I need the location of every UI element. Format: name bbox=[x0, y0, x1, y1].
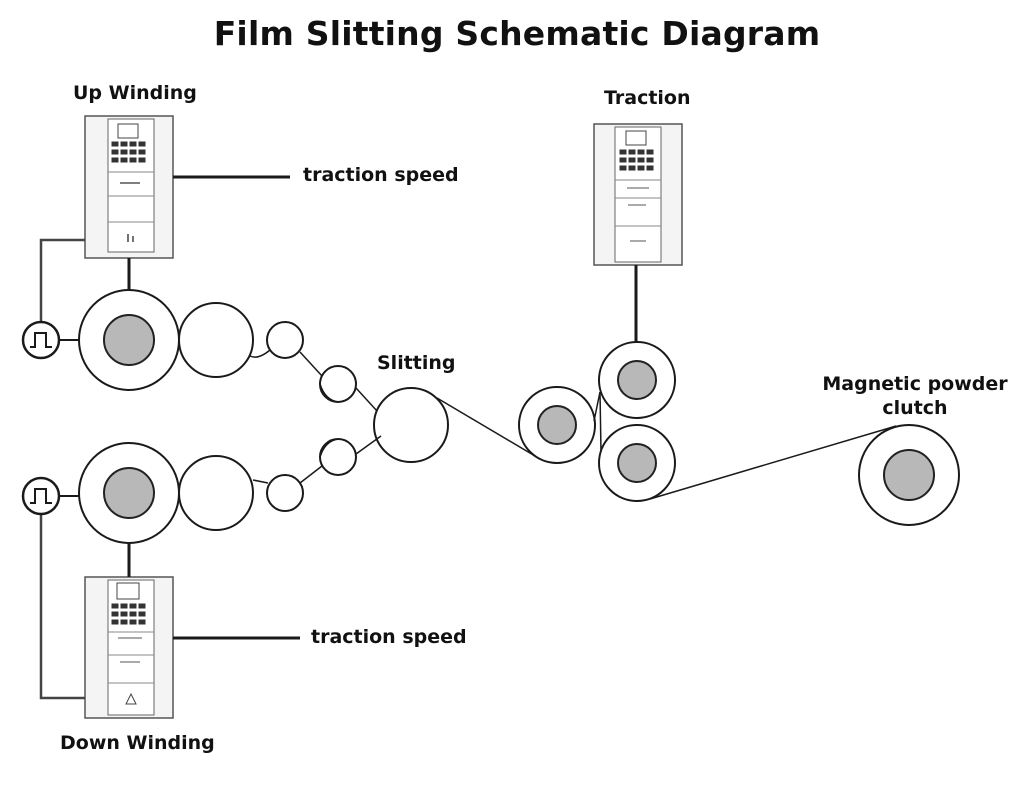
down-winding-label: Down Winding bbox=[60, 732, 215, 754]
unwind-clutch-roll bbox=[858, 424, 960, 526]
down-encoder-icon bbox=[21, 476, 61, 516]
up-guide-roller-1 bbox=[178, 302, 254, 378]
diagram-title: Film Slitting Schematic Diagram bbox=[213, 14, 821, 53]
traction-speed-label-down: traction speed bbox=[311, 626, 467, 648]
up-winding-label: Up Winding bbox=[73, 82, 197, 104]
up-guide-roller-2 bbox=[266, 321, 304, 359]
down-guide-roller-1 bbox=[178, 455, 254, 531]
magnetic-powder-clutch-label: Magnetic powder clutch bbox=[822, 373, 1008, 419]
up-winding-drive bbox=[84, 115, 174, 259]
film-web-path bbox=[179, 339, 897, 500]
traction-roll-lower bbox=[598, 424, 676, 502]
down-guide-roller-2 bbox=[266, 474, 304, 512]
slitting-label: Slitting bbox=[377, 352, 456, 374]
up-encoder-icon bbox=[21, 320, 61, 360]
feed-roll bbox=[518, 386, 596, 464]
traction-speed-label-up: traction speed bbox=[303, 164, 459, 186]
down-guide-roller-3 bbox=[319, 438, 357, 476]
down-winding-roll bbox=[78, 442, 180, 544]
up-guide-roller-3 bbox=[319, 365, 357, 403]
up-winding-roll bbox=[78, 289, 180, 391]
traction-drive bbox=[593, 123, 683, 266]
slitting-roller bbox=[373, 387, 449, 463]
down-winding-drive bbox=[84, 576, 174, 719]
traction-roll-upper bbox=[598, 341, 676, 419]
traction-label: Traction bbox=[604, 87, 691, 109]
